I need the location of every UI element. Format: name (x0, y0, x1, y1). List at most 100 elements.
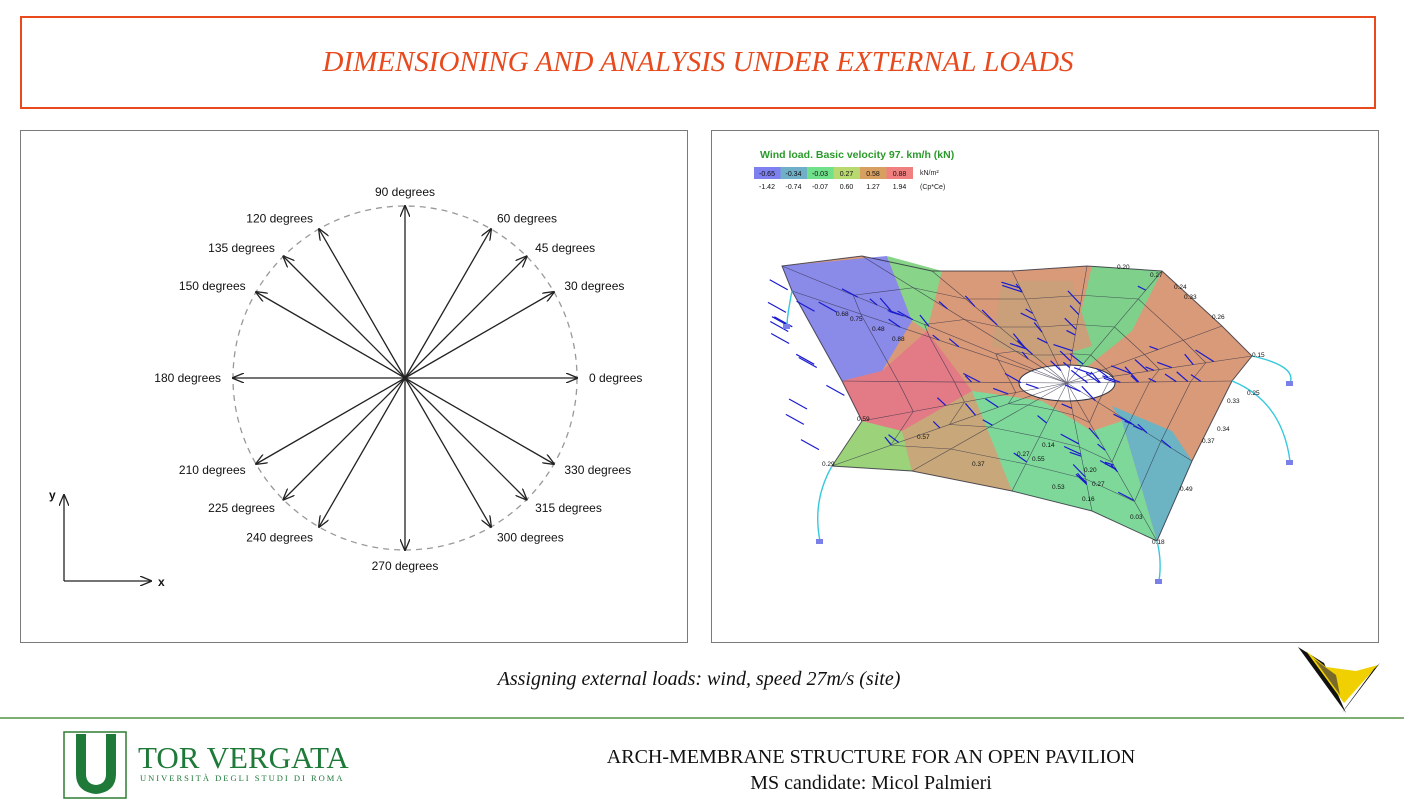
wind-direction-label: 300 degrees (497, 530, 564, 544)
load-value: 0.59 (857, 416, 870, 423)
legend-cp-value: 0.60 (840, 184, 854, 191)
wind-direction-label: 0 degrees (589, 371, 642, 385)
legend-unit: kN/m² (920, 170, 939, 177)
legend-value: -0.65 (759, 171, 775, 178)
wind-direction-label: 60 degrees (497, 212, 557, 226)
candidate-name: MS candidate: Micol Palmieri (750, 772, 992, 794)
xy-axes: y x (49, 488, 165, 589)
wind-direction-label: 120 degrees (246, 212, 313, 226)
wind-arrow (319, 377, 406, 527)
load-legend: -0.65 -1.42 -0.34 -0.74 -0.03 -0.07 0.27 0.60 0.… (754, 167, 913, 191)
load-value: 0.37 (1202, 438, 1215, 445)
wind-load-panel: Wind load. Basic velocity 97. km/h (kN) … (711, 130, 1379, 643)
legend-cp-value: -0.74 (786, 184, 802, 191)
load-value: 0.57 (917, 434, 930, 441)
project-info: ARCH-MEMBRANE STRUCTURE FOR AN OPEN PAVI… (560, 744, 1182, 796)
legend-swatch (833, 167, 860, 179)
wind-direction-label: 240 degrees (246, 530, 313, 544)
legend-cp-value: -0.07 (812, 184, 828, 191)
load-value: 0.27 (1092, 481, 1105, 488)
load-value: 0.55 (1032, 456, 1045, 463)
wind-arrow (404, 377, 527, 500)
wind-arrow (256, 292, 406, 379)
wind-arrow (319, 229, 406, 379)
load-value: 0.27 (1017, 451, 1030, 458)
wind-direction-label: 225 degrees (208, 501, 275, 515)
legend-swatch (886, 167, 913, 179)
wind-direction-label: 210 degrees (179, 463, 246, 477)
load-value: 0.88 (892, 336, 905, 343)
load-value: 0.15 (1252, 352, 1265, 359)
load-value: 0.20 (1117, 264, 1130, 271)
figure-caption: Assigning external loads: wind, speed 27… (497, 668, 901, 690)
legend-cp-value: -1.42 (759, 184, 775, 191)
load-title: Wind load. Basic velocity 97. km/h (kN) (760, 149, 954, 161)
mesh-grid (781, 255, 1253, 542)
footer-divider (0, 717, 1404, 719)
studio-logo (1296, 645, 1382, 720)
wind-direction-diagram: 0 degrees 30 degrees 45 degrees 60 degrees 9… (49, 185, 642, 589)
wind-arrow (283, 377, 406, 500)
wind-direction-label: 135 degrees (208, 241, 275, 255)
wind-direction-label: 90 degrees (375, 185, 435, 199)
header-title-box: DIMENSIONING AND ANALYSIS UNDER EXTERNAL… (20, 16, 1376, 109)
legend-swatch (754, 167, 781, 179)
load-value: 0.27 (1150, 272, 1163, 279)
load-value: 0.26 (1212, 314, 1225, 321)
load-value: 0.20 (1084, 467, 1097, 474)
load-value: 0.48 (872, 326, 885, 333)
load-value: 0.68 (836, 311, 849, 318)
legend-value: 0.27 (840, 171, 854, 178)
load-value: 0.14 (1042, 442, 1055, 449)
load-vectors (767, 279, 1215, 501)
wind-direction-label: 45 degrees (535, 241, 595, 255)
membrane-load-model: Wind load. Basic velocity 97. km/h (kN) … (754, 149, 1293, 584)
page-title: DIMENSIONING AND ANALYSIS UNDER EXTERNAL… (322, 46, 1074, 78)
load-value-labels: 0.200.270.240.330.260.150.250.330.340.37… (822, 264, 1265, 546)
wind-arrow (283, 256, 406, 379)
wind-arrow (404, 256, 527, 379)
wind-direction-label: 270 degrees (372, 559, 439, 573)
university-name: TOR VERGATA (138, 740, 349, 775)
load-value: 0.16 (1082, 496, 1095, 503)
load-value: 0.37 (972, 461, 985, 468)
legend-swatch (860, 167, 887, 179)
load-value: 0.75 (850, 316, 863, 323)
wind-arrow (256, 377, 406, 464)
support-footings (783, 324, 1293, 584)
y-axis-label: y (49, 488, 56, 502)
legend-value: -0.03 (812, 171, 828, 178)
load-value: 0.18 (1152, 539, 1165, 546)
university-subtitle: UNIVERSITÀ DEGLI STUDI DI ROMA (140, 773, 345, 783)
wind-direction-label: 180 degrees (154, 371, 221, 385)
legend-cp-label: (Cp*Ce) (920, 184, 945, 191)
wind-direction-panel: 0 degrees 30 degrees 45 degrees 60 degrees 9… (20, 130, 688, 643)
wind-direction-label: 150 degrees (179, 279, 246, 293)
x-axis-label: x (158, 575, 165, 589)
load-value: 0.33 (1184, 294, 1197, 301)
project-title: ARCH-MEMBRANE STRUCTURE FOR AN OPEN PAVI… (606, 746, 1136, 768)
wind-arrow (404, 229, 491, 379)
legend-value: -0.34 (786, 171, 802, 178)
wind-arrow (404, 377, 491, 527)
wind-direction-label: 330 degrees (564, 463, 631, 477)
load-value: 0.29 (822, 461, 835, 468)
legend-swatch (780, 167, 807, 179)
load-value: 0.34 (1217, 426, 1230, 433)
legend-swatch (807, 167, 834, 179)
load-value: 0.49 (1180, 486, 1193, 493)
university-logo: TOR VERGATA UNIVERSITÀ DEGLI STUDI DI RO… (62, 730, 362, 807)
legend-cp-value: 1.94 (893, 184, 907, 191)
legend-value: 0.58 (866, 171, 880, 178)
wind-direction-label: 30 degrees (564, 279, 624, 293)
load-value: 0.53 (1052, 484, 1065, 491)
wind-direction-label: 315 degrees (535, 501, 602, 515)
load-value: 0.25 (1247, 390, 1260, 397)
legend-value: 0.88 (893, 171, 907, 178)
wind-arrow (404, 292, 554, 379)
load-value: 0.03 (1130, 514, 1143, 521)
load-value: 0.33 (1227, 398, 1240, 405)
load-value: 0.24 (1174, 284, 1187, 291)
legend-cp-value: 1.27 (866, 184, 880, 191)
wind-arrow (404, 377, 554, 464)
